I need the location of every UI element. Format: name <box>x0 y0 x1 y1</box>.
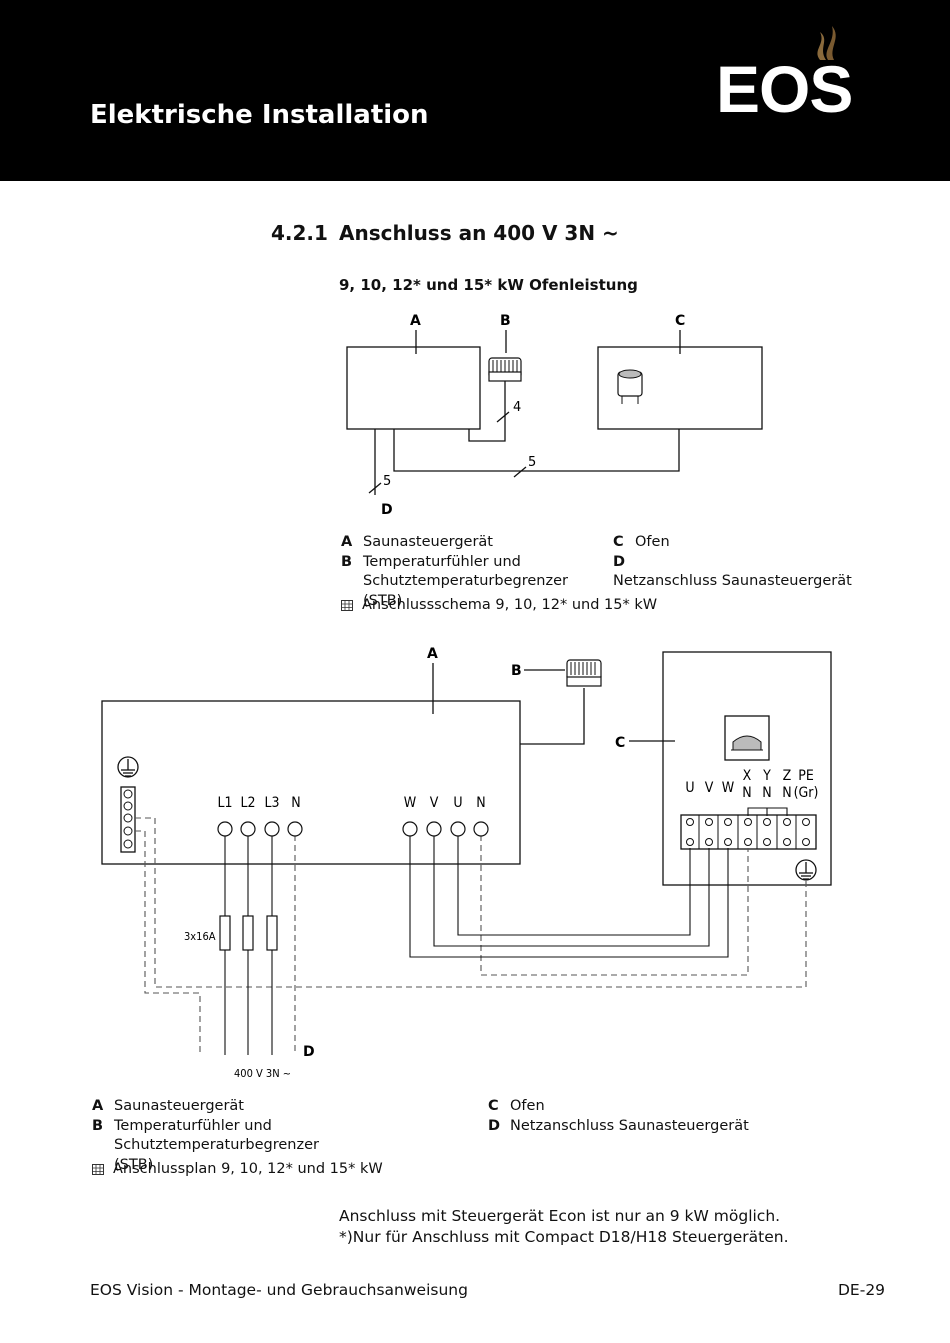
legend1-text-a: Saunasteuergerät <box>363 534 493 550</box>
oven-terminal-label-6: PE <box>798 768 814 784</box>
legend1-key-d: D <box>613 553 626 570</box>
diag2-label-a: A <box>427 646 438 662</box>
legend2-text-a: Saunasteuergerät <box>114 1098 244 1114</box>
section-title: Anschluss an 400 V 3N ~ <box>339 221 619 245</box>
oven-terminal-label-1: V <box>705 780 714 796</box>
power-subtitle: 9, 10, 12* und 15* kW Ofenleistung <box>339 276 638 294</box>
diag1-label-a: A <box>410 313 421 329</box>
oven-terminal-label-4-b: N <box>762 785 771 801</box>
oven-icon-c1 <box>617 369 643 404</box>
heater-terminal-circles <box>402 821 489 837</box>
mains-terminal-label-1: L2 <box>240 795 255 811</box>
section-number: 4.2.1 <box>271 221 328 245</box>
control-unit-box-a2 <box>101 700 521 865</box>
diag1-cable-4: 4 <box>513 400 521 415</box>
footer-manual-title: EOS Vision - Montage- und Gebrauchsanwei… <box>90 1281 468 1299</box>
oven-terminal-label-5-b: N <box>782 785 791 801</box>
notes: Anschluss mit Steuergerät Econ ist nur a… <box>339 1206 789 1248</box>
oven-terminal-label-6-b: (Gr) <box>794 785 819 801</box>
oven-terminal-label-2: W <box>722 780 735 796</box>
schematic-grid-icon <box>341 599 353 611</box>
diag1-cable-5a: 5 <box>528 455 536 470</box>
legend2-right: C Ofen D Netzanschluss Saunasteuergerät <box>488 1097 768 1136</box>
eos-logo: EOS <box>716 52 853 126</box>
note-econ: Anschluss mit Steuergerät Econ ist nur a… <box>339 1207 781 1225</box>
schematic-grid-icon <box>92 1163 104 1175</box>
diag1-label-b: B <box>500 313 511 329</box>
legend2-key-c: C <box>488 1098 499 1114</box>
legend1-text-d: Netzanschluss Saunasteuergerät <box>613 573 852 589</box>
diagram2-caption: Anschlussplan 9, 10, 12* und 15* kW <box>92 1161 383 1177</box>
legend1-key-c: C <box>613 534 624 550</box>
heater-terminal-label-2: U <box>453 795 462 811</box>
flame-icon <box>817 26 836 60</box>
oven-terminal-label-0: U <box>685 780 694 796</box>
footer-page-number: DE-29 <box>838 1281 886 1299</box>
heater-terminal-label-3: N <box>476 795 485 811</box>
oven-terminal-label-4: Y <box>762 768 771 784</box>
sensor-icon-b1 <box>488 357 522 382</box>
mains-terminal-label-2: L3 <box>264 795 279 811</box>
legend2-text-d: Netzanschluss Saunasteuergerät <box>510 1117 749 1134</box>
diag1-cable-5b: 5 <box>383 474 391 489</box>
legend2-key-a: A <box>92 1098 104 1114</box>
heater-terminal-label-0: W <box>404 795 417 811</box>
fuses <box>219 915 278 951</box>
oven-icon-c2 <box>731 735 763 751</box>
diag2-label-d: D <box>303 1044 315 1060</box>
header-title: Elektrische Installation <box>90 100 429 130</box>
fuse-label: 3x16A <box>184 930 216 943</box>
diagram2-caption-text: Anschlussplan 9, 10, 12* und 15* kW <box>113 1161 383 1177</box>
legend2-key-d: D <box>488 1117 501 1134</box>
legend1-text-b: Temperaturfühler und Schutztemperaturbeg… <box>363 553 568 609</box>
mains-terminal-label-0: L1 <box>217 795 232 811</box>
mains-terminal-circles <box>217 821 303 837</box>
heater-terminal-label-1: V <box>430 795 439 811</box>
legend1-key-b: B <box>341 553 353 570</box>
legend2-text-b: Temperaturfühler und Schutztemperaturbeg… <box>114 1117 319 1173</box>
oven-terminal-label-3: X <box>743 768 752 784</box>
note-compact: *)Nur für Anschluss mit Compact D18/H18 … <box>339 1228 789 1246</box>
sensor-icon-b2 <box>566 659 602 687</box>
diag1-label-c: C <box>675 313 685 329</box>
header-bar: Elektrische Installation EOS <box>0 0 950 181</box>
section-heading: 4.2.1 Anschluss an 400 V 3N ~ <box>271 221 619 245</box>
oven-terminal-label-5: Z <box>783 768 792 784</box>
diagram1-caption: Anschlussschema 9, 10, 12* und 15* kW <box>341 597 657 613</box>
legend2-key-b: B <box>92 1117 104 1134</box>
legend1-key-a: A <box>341 534 353 550</box>
control-unit-box-a <box>346 346 481 430</box>
supply-label: 400 V 3N ~ <box>234 1067 291 1080</box>
oven-box-c2 <box>662 651 832 886</box>
legend1-right: C Ofen D Netzanschluss Saunasteuergerät <box>613 533 873 592</box>
legend1-left: A Saunasteuergerät B Temperaturfühler und … <box>341 533 601 611</box>
mains-terminal-label-3: N <box>291 795 300 811</box>
diag1-label-d: D <box>381 502 393 518</box>
diag2-label-b: B <box>511 663 522 679</box>
legend2-left: A Saunasteuergerät B Temperaturfühler und … <box>92 1097 372 1175</box>
legend1-text-c: Ofen <box>635 534 670 550</box>
oven-terminal-label-3-b: N <box>742 785 751 801</box>
diagram1-caption-text: Anschlussschema 9, 10, 12* und 15* kW <box>362 597 658 613</box>
legend2-text-c: Ofen <box>510 1098 545 1114</box>
diag2-label-c: C <box>615 735 625 751</box>
